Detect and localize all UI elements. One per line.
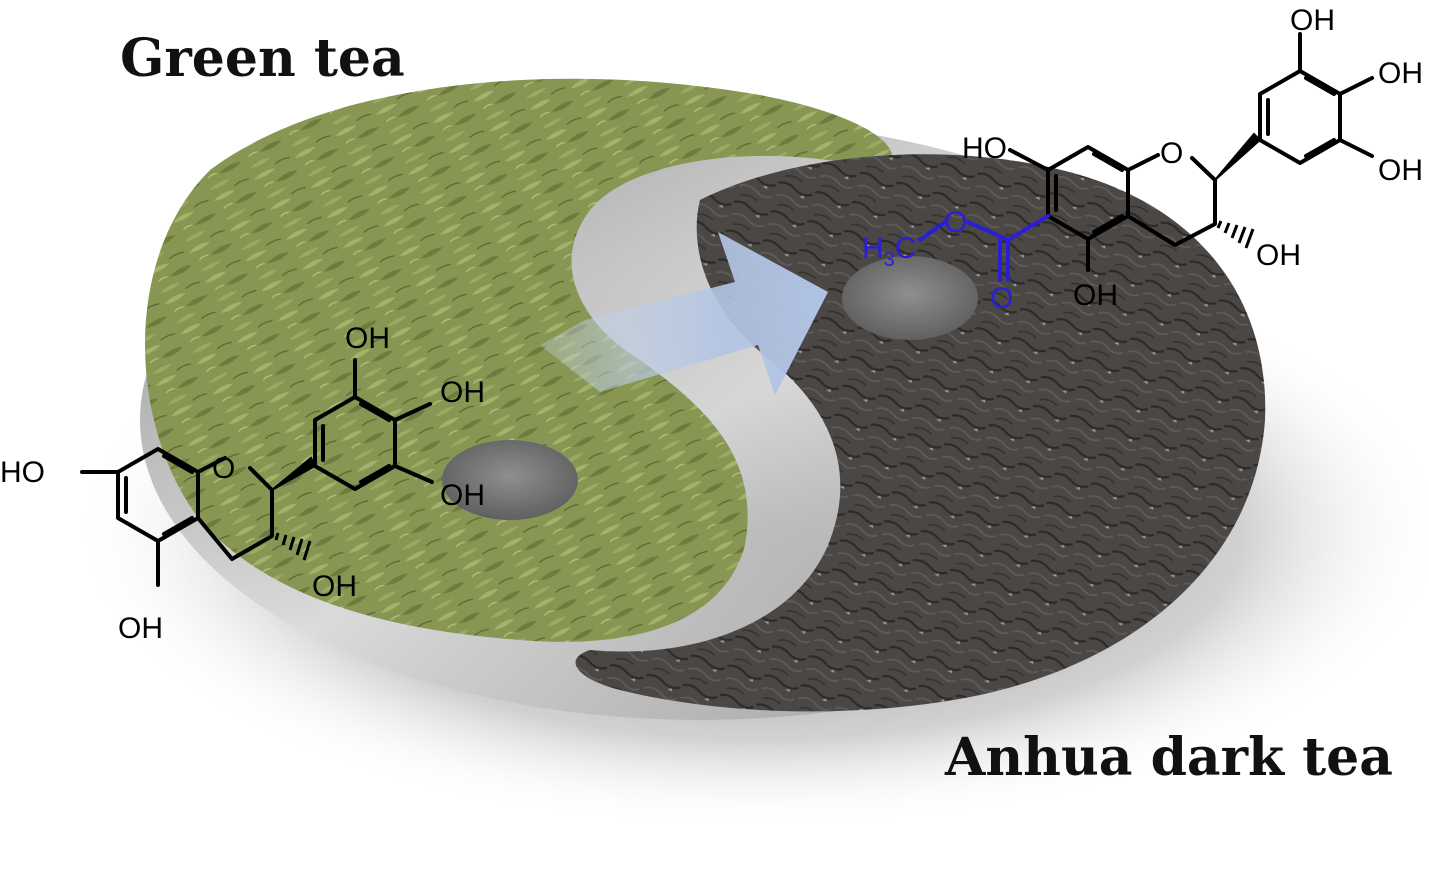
right-oh-a: HO (962, 132, 1007, 165)
left-c-ring (196, 456, 274, 561)
right-oh-c: OH (1378, 57, 1423, 90)
methyl-h: H (862, 232, 884, 265)
ester-group (918, 214, 1050, 282)
methyl-c: C (895, 232, 917, 265)
green-tea-title: Green tea (120, 28, 405, 89)
left-oh-f: OH (118, 612, 163, 645)
methyl-subscript: 3 (884, 249, 895, 271)
left-oh-b: OH (345, 322, 390, 355)
conversion-arrow (540, 232, 828, 395)
left-oh-d: OH (440, 479, 485, 512)
right-oh-e: OH (1256, 239, 1301, 272)
right-c-ring (1126, 153, 1217, 247)
green-tea-region (145, 78, 893, 642)
molecule-left (80, 358, 434, 587)
right-wedge-bond (1214, 132, 1262, 181)
ester-methyl-group: H3C (862, 232, 916, 271)
left-oh-a: HO (0, 456, 45, 489)
right-oh-d: OH (1378, 154, 1423, 187)
molecule-right (1008, 32, 1374, 272)
ester-ether-oxygen: O (944, 206, 967, 239)
molecule-left-labels: HO O OH OH OH OH OH (0, 322, 485, 645)
right-b-ring (1258, 69, 1342, 165)
green-eye-hole (442, 440, 578, 520)
dark-tea-title: Anhua dark tea (944, 727, 1393, 788)
dark-eye-hole (842, 256, 978, 340)
ester-carbonyl-oxygen: O (990, 282, 1013, 315)
right-oh-b: OH (1290, 4, 1335, 37)
left-oh-e: OH (312, 570, 357, 603)
right-oh-f: OH (1073, 279, 1118, 312)
left-wedge-bond (271, 456, 317, 491)
right-ring-oxygen: O (1160, 137, 1183, 170)
left-ring-oxygen: O (212, 452, 235, 485)
molecule-right-labels: HO O OH OH OH OH OH O O H3C (862, 4, 1423, 315)
left-oh-c: OH (440, 376, 485, 409)
